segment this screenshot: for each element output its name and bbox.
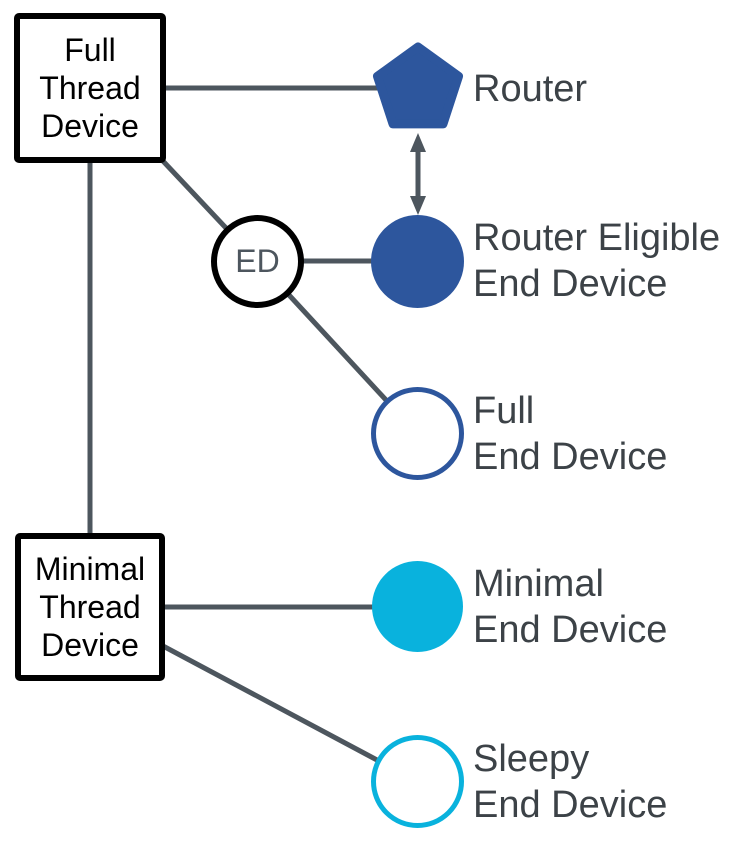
full-thread-device-box: Full Thread Device <box>14 13 166 163</box>
full-thread-device-label-line: Thread <box>39 70 141 106</box>
minimal-thread-device-label-line: Minimal <box>34 551 146 587</box>
router-eligible-end-device-label: Router Eligible End Device <box>473 217 721 305</box>
edge-full-thread-device-to-ed <box>160 158 228 230</box>
end-device-badge-label: ED <box>235 243 280 279</box>
minimal-end-device-node <box>372 561 463 652</box>
router-eligible-end-device-node <box>371 215 464 308</box>
edge-ed-to-full-end-device <box>287 293 388 402</box>
full-end-device-label: Full End Device <box>473 390 668 478</box>
full-thread-device-label-line: Device <box>41 108 139 144</box>
full-end-device-node <box>371 387 464 480</box>
minimal-end-device-label: Minimal End Device <box>473 563 668 651</box>
full-thread-device-label-line: Full <box>64 32 116 68</box>
router-label: Router <box>473 68 588 110</box>
router-reed-bidirectional-arrow-icon <box>410 133 426 215</box>
edge-minimal-thread-device-to-sleepy-end-device <box>161 643 379 763</box>
minimal-thread-device-label-line: Thread <box>39 589 141 625</box>
minimal-thread-device-box: Minimal Thread Device <box>15 533 165 681</box>
minimal-thread-device-label-line: Device <box>41 627 139 663</box>
sleepy-end-device-label: Sleepy End Device <box>473 738 668 826</box>
router-pentagon-icon <box>373 42 463 129</box>
end-device-badge: ED <box>211 215 304 308</box>
sleepy-end-device-node <box>371 735 464 828</box>
